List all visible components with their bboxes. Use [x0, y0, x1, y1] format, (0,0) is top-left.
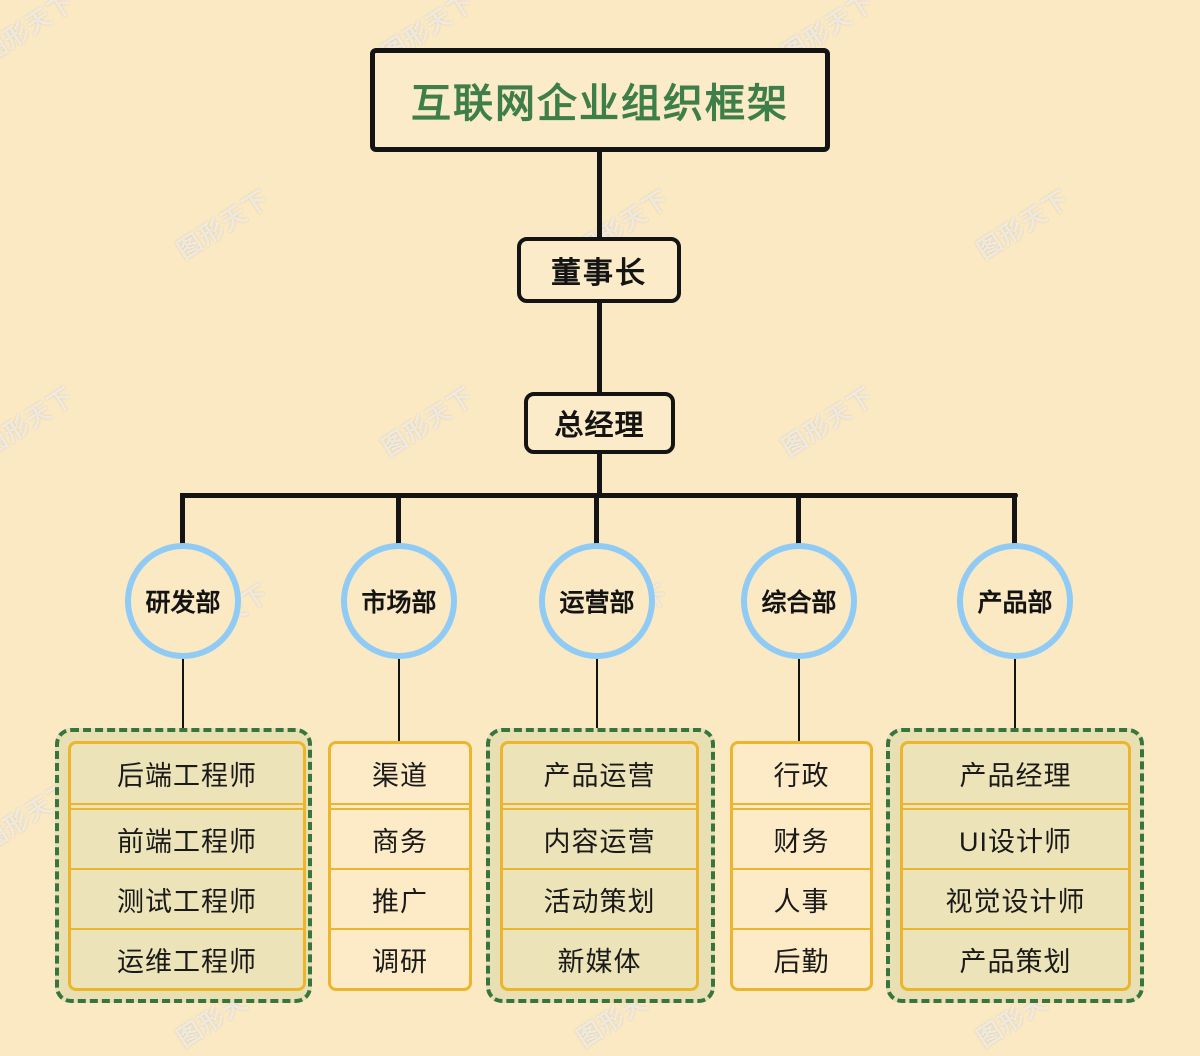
branch-stub-operations	[594, 493, 599, 546]
member-item[interactable]: 行政	[733, 744, 870, 805]
member-item[interactable]: 推广	[331, 868, 469, 928]
member-item[interactable]: 后端工程师	[71, 744, 303, 805]
chairman-label: 董事长	[551, 257, 647, 290]
drop-line-general	[798, 655, 800, 743]
dept-circle-operations[interactable]: 运营部	[539, 543, 655, 659]
member-table-product: 产品经理 UI设计师 视觉设计师 产品策划	[900, 741, 1131, 991]
branch-horizontal-bar	[180, 493, 1018, 498]
member-item[interactable]: 产品运营	[503, 744, 696, 805]
chart-title[interactable]: 互联网企业组织框架	[370, 48, 830, 152]
watermark-text: 图形天下	[0, 382, 80, 462]
member-item[interactable]: 产品策划	[903, 928, 1128, 988]
member-item[interactable]: 调研	[331, 928, 469, 988]
node-chairman[interactable]: 董事长	[517, 237, 681, 303]
member-item[interactable]: 运维工程师	[71, 928, 303, 988]
drop-line-marketing	[398, 655, 400, 743]
watermark-text: 图形天下	[0, 0, 80, 68]
branch-stub-marketing	[396, 493, 401, 546]
member-item[interactable]: 新媒体	[503, 928, 696, 988]
member-item[interactable]: 视觉设计师	[903, 868, 1128, 928]
dept-label-marketing: 市场部	[361, 589, 437, 617]
dept-circle-rnd[interactable]: 研发部	[125, 543, 241, 659]
member-item[interactable]: 渠道	[331, 744, 469, 805]
member-item[interactable]: 测试工程师	[71, 868, 303, 928]
dept-label-operations: 运营部	[559, 589, 635, 617]
drop-line-rnd	[182, 655, 184, 743]
member-table-operations: 产品运营 内容运营 活动策划 新媒体	[500, 741, 699, 991]
connector-chairman-gm	[597, 300, 602, 395]
member-item[interactable]: 前端工程师	[71, 808, 303, 868]
chart-title-label: 互联网企业组织框架	[411, 82, 789, 126]
dept-circle-marketing[interactable]: 市场部	[341, 543, 457, 659]
watermark-text: 图形天下	[777, 382, 880, 462]
member-item[interactable]: 活动策划	[503, 868, 696, 928]
member-item[interactable]: 内容运营	[503, 808, 696, 868]
member-table-general: 行政 财务 人事 后勤	[730, 741, 873, 991]
connector-gm-branchbar	[597, 452, 602, 498]
member-item[interactable]: 后勤	[733, 928, 870, 988]
watermark-text: 图形天下	[972, 185, 1075, 265]
member-item[interactable]: 产品经理	[903, 744, 1128, 805]
drop-line-operations	[596, 655, 598, 743]
drop-line-product	[1014, 655, 1016, 743]
watermark-text: 图形天下	[377, 382, 480, 462]
dept-label-product: 产品部	[977, 589, 1053, 617]
dept-label-general: 综合部	[761, 589, 837, 617]
member-item[interactable]: UI设计师	[903, 808, 1128, 868]
general-manager-label: 总经理	[554, 410, 645, 442]
node-general-manager[interactable]: 总经理	[524, 392, 675, 454]
member-table-rnd: 后端工程师 前端工程师 测试工程师 运维工程师	[68, 741, 306, 991]
member-item[interactable]: 商务	[331, 808, 469, 868]
dept-circle-general[interactable]: 综合部	[741, 543, 857, 659]
branch-stub-general	[796, 493, 801, 546]
member-item[interactable]: 财务	[733, 808, 870, 868]
member-item[interactable]: 人事	[733, 868, 870, 928]
branch-stub-rnd	[180, 493, 185, 546]
connector-title-chairman	[597, 150, 602, 240]
member-table-marketing: 渠道 商务 推广 调研	[328, 741, 472, 991]
dept-label-rnd: 研发部	[145, 589, 221, 617]
dept-circle-product[interactable]: 产品部	[957, 543, 1073, 659]
branch-stub-product	[1012, 493, 1017, 546]
watermark-text: 图形天下	[172, 185, 275, 265]
